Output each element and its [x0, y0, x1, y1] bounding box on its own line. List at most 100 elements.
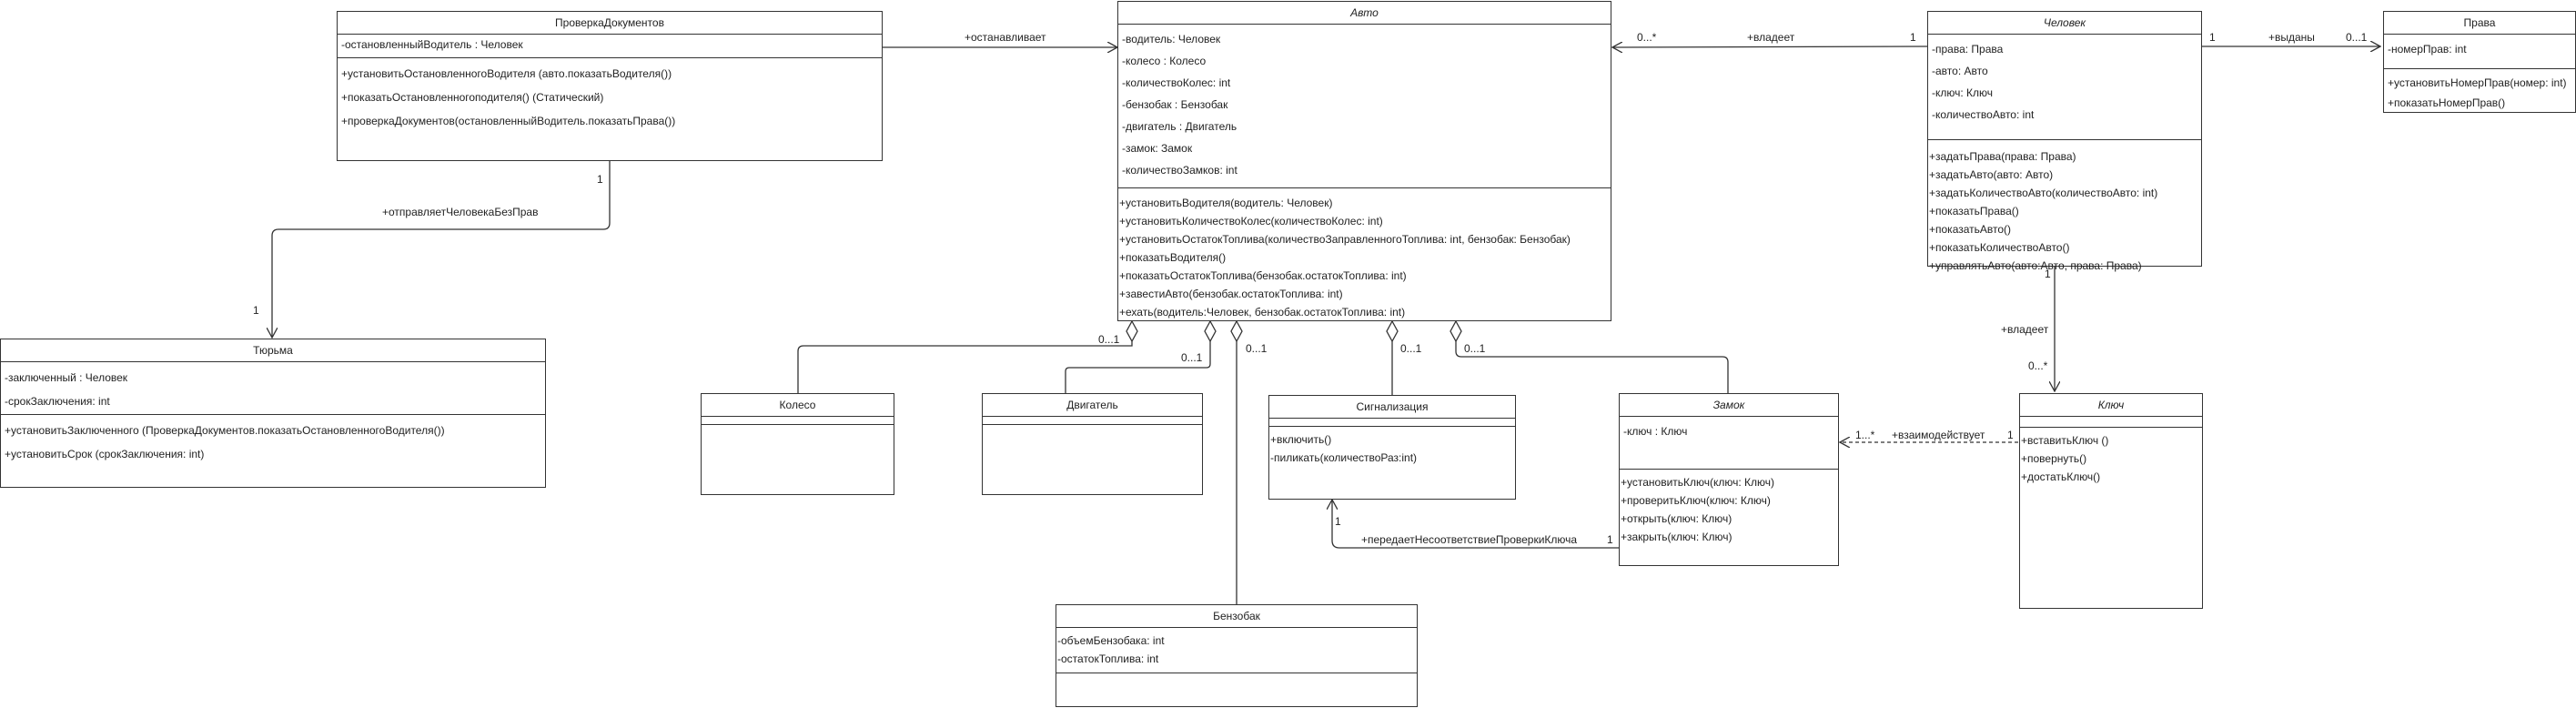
class-zamok[interactable]: Замок -ключ : Ключ +установитьКлюч(ключ:…: [1619, 393, 1839, 566]
mult-vladeet-avto-left: 0...*: [1637, 31, 1657, 44]
class-name: Бензобак: [1056, 605, 1417, 628]
attribute: -водитель: Человек: [1122, 33, 1221, 46]
class-name: Двигатель: [983, 394, 1202, 417]
attribute: -авто: Авто: [1932, 65, 1988, 77]
operation: +установитьОстановленногоВодителя (авто.…: [341, 67, 672, 80]
class-koleso[interactable]: Колесо: [701, 393, 894, 495]
operation: -пиликать(количествоРаз:int): [1270, 451, 1418, 464]
label-ostanavlivaet: +останавливает: [965, 31, 1046, 44]
mult-peredaet-left: 1: [1335, 515, 1341, 528]
operation: +установитьКлюч(ключ: Ключ): [1621, 476, 1775, 489]
mult-signal: 0...1: [1400, 342, 1422, 355]
edge-agg-koleso: [797, 341, 1133, 393]
operation: +включить(): [1270, 433, 1332, 446]
attribute: -объемБензобака: int: [1057, 634, 1165, 647]
attribute: -заключенный : Человек: [5, 371, 128, 384]
attribute: -ключ: Ключ: [1932, 86, 1994, 99]
attribute: -срокЗаключения: int: [5, 395, 110, 408]
attribute: -бензобак : Бензобак: [1122, 98, 1228, 111]
class-avto[interactable]: Авто -водитель: Человек -колесо : Колесо…: [1117, 1, 1611, 321]
class-name: Права: [2384, 12, 2575, 35]
diamond-benzobak: [1230, 319, 1243, 343]
label-vladeet-klyuch: +владеет: [2001, 323, 2049, 336]
class-tyurma[interactable]: Тюрьма -заключенный : Человек -срокЗаклю…: [0, 339, 546, 488]
class-name: Ключ: [2020, 394, 2202, 417]
class-chelovek[interactable]: Человек -права: Права -авто: Авто -ключ:…: [1927, 11, 2202, 272]
diamond-signal: [1386, 319, 1399, 343]
operation: +ехать(водитель:Человек, бензобак.остато…: [1119, 306, 1406, 319]
edge-agg-zamok: [1455, 341, 1729, 393]
attribute: -количествоЗамков: int: [1122, 164, 1237, 177]
operation: +показатьАвто(): [1929, 223, 2012, 236]
operation: +закрыть(ключ: Ключ): [1621, 531, 1732, 543]
diamond-dvigatel: [1204, 319, 1217, 343]
operation: +достатьКлюч(): [2021, 470, 2101, 483]
operation: +вставитьКлюч (): [2021, 434, 2109, 447]
operation: +повернуть(): [2021, 452, 2087, 465]
class-name: Авто: [1118, 2, 1611, 25]
edge-otpravlyaet: [272, 161, 611, 338]
operation: +установитьНомерПрав(номер: int): [2388, 76, 2567, 89]
mult-benzobak: 0...1: [1246, 342, 1268, 355]
operation: +установитьКоличествоКолес(количествоКол…: [1119, 215, 1383, 228]
attribute: -замок: Замок: [1122, 142, 1193, 155]
operation: +установитьВодителя(водитель: Человек): [1119, 197, 1333, 209]
operation: +проверитьКлюч(ключ: Ключ): [1621, 494, 1771, 507]
edge-agg-dvigatel: [1065, 341, 1211, 393]
mult-vladeet-avto-right: 1: [1910, 31, 1916, 44]
class-prava[interactable]: Права -номерПрав: int +установитьНомерПр…: [2383, 11, 2576, 113]
attribute: -двигатель : Двигатель: [1122, 120, 1237, 133]
operation: +задатьКоличествоАвто(количествоАвто: in…: [1929, 187, 2158, 199]
mult-vzaimod-left: 1...*: [1855, 429, 1875, 441]
edge-peredaet: [1332, 500, 1619, 549]
operation: +открыть(ключ: Ключ): [1621, 512, 1732, 525]
class-klyuch[interactable]: Ключ +вставитьКлюч () +повернуть() +дост…: [2019, 393, 2203, 609]
attribute: -остатокТоплива: int: [1057, 652, 1159, 665]
operation: +управлятьАвто(авто:Авто, права: Права): [1929, 259, 2142, 272]
mult-koleso: 0...1: [1098, 333, 1120, 346]
mult-otpravlyaet-bottom: 1: [253, 304, 259, 317]
mult-vydany-left: 1: [2209, 31, 2216, 44]
mult-vladeet-klyuch-top: 1: [2045, 268, 2051, 280]
class-name: Человек: [1928, 12, 2201, 35]
mult-peredaet-right: 1: [1607, 533, 1613, 546]
attribute: -количествоАвто: int: [1932, 108, 2035, 121]
operation: +проверкаДокументов(остановленныйВодител…: [341, 115, 676, 127]
operation: +задатьПрава(права: Права): [1929, 150, 2076, 163]
operation: +показатьНомерПрав(): [2388, 96, 2506, 109]
mult-vzaimod-right: 1: [2007, 429, 2014, 441]
attribute: -колесо : Колесо: [1122, 55, 1207, 67]
operation: +установитьЗаключенного (ПроверкаДокумен…: [5, 424, 445, 437]
mult-zamok: 0...1: [1464, 342, 1486, 355]
class-dvigatel[interactable]: Двигатель: [982, 393, 1203, 495]
class-name: Тюрьма: [1, 339, 545, 362]
attribute: -права: Права: [1932, 43, 2004, 56]
attribute: -остановленныйВодитель : Человек: [341, 38, 523, 51]
operation: +завестиАвто(бензобак.остатокТоплива: in…: [1119, 288, 1343, 300]
diamond-koleso: [1126, 319, 1138, 343]
operation: +показатьВодителя(): [1119, 251, 1227, 264]
class-name: Колесо: [702, 394, 894, 417]
operation: +установитьОстатокТоплива(количествоЗапр…: [1119, 233, 1571, 246]
operation: +показатьОстатокТоплива(бензобак.остаток…: [1119, 269, 1407, 282]
attribute: -ключ : Ключ: [1623, 425, 1688, 438]
class-benzobak[interactable]: Бензобак -объемБензобака: int -остатокТо…: [1056, 604, 1418, 707]
mult-vladeet-klyuch-bottom: 0...*: [2028, 359, 2048, 372]
operation: +показатьОстановленногоподителя() (Стати…: [341, 91, 604, 104]
edge-vladeet-avto: [1612, 46, 1928, 47]
class-name: Замок: [1620, 394, 1838, 417]
label-vydany: +выданы: [2268, 31, 2315, 44]
class-name: Сигнализация: [1269, 396, 1515, 419]
label-peredaet: +передаетНесоответствиеПроверкиКлюча: [1361, 533, 1578, 546]
class-proverka-dokumentov[interactable]: ПроверкаДокументов -остановленныйВодител…: [337, 11, 883, 161]
operation: +показатьКоличествоАвто(): [1929, 241, 2070, 254]
diamond-zamok: [1450, 319, 1462, 343]
operation: +задатьАвто(авто: Авто): [1929, 168, 2054, 181]
operation: +установитьСрок (срокЗаключения: int): [5, 448, 205, 460]
label-otpravlyaet: +отправляетЧеловекаБезПрав: [382, 206, 539, 218]
class-signalizaciya[interactable]: Сигнализация +включить() -пиликать(колич…: [1268, 395, 1516, 500]
label-vzaimod: +взаимодействует: [1892, 429, 1985, 441]
class-name: ПроверкаДокументов: [338, 12, 882, 35]
